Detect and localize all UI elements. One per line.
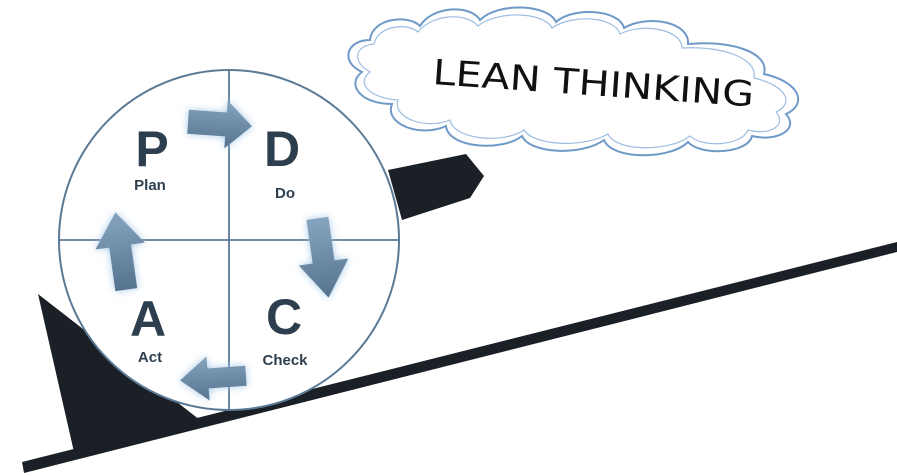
check-letter: C	[266, 289, 302, 345]
pdca-wheel	[58, 69, 400, 411]
do-letter: D	[264, 121, 300, 177]
plan-label: Plan	[134, 177, 166, 194]
do-label: Do	[275, 185, 295, 202]
arrow-do-to-check-icon	[298, 216, 349, 298]
pentagon-block	[388, 154, 484, 220]
arrow-plan-to-do-icon	[187, 100, 252, 149]
plan-letter: P	[135, 121, 168, 177]
arrow-check-to-act-icon	[180, 356, 247, 401]
act-label: Act	[138, 349, 162, 366]
act-letter: A	[130, 291, 166, 347]
check-label: Check	[262, 352, 308, 369]
cloud-shape	[347, 6, 800, 157]
incline-line	[22, 242, 897, 473]
wedge-chock	[38, 294, 200, 452]
arrow-act-to-plan-icon	[95, 212, 145, 292]
